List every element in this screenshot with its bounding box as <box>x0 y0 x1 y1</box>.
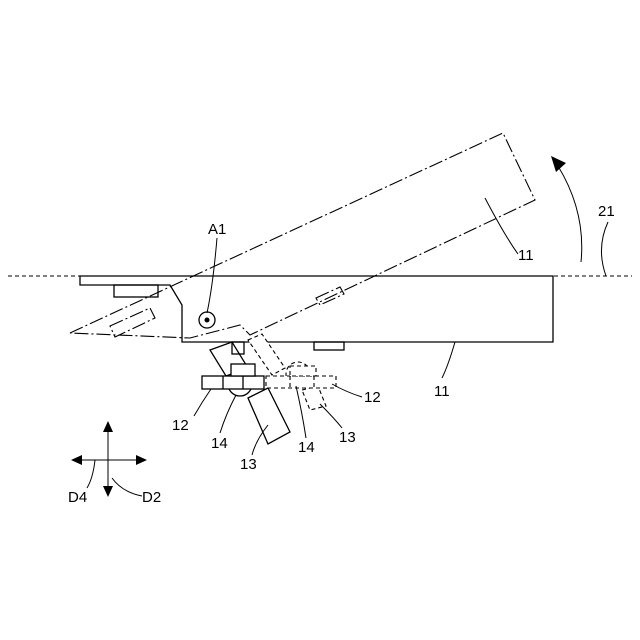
rotated-body-tab-b <box>316 287 344 305</box>
label-11-upper: 11 <box>518 247 534 264</box>
label-a1: A1 <box>208 221 226 238</box>
part-12-right <box>266 376 336 388</box>
arrow-left <box>71 455 82 465</box>
base-body-tab-right <box>314 342 344 350</box>
rotation-arrow <box>558 166 582 262</box>
arrow-up <box>103 421 113 432</box>
leader-12-right <box>332 384 362 397</box>
label-11-lower: 11 <box>434 383 450 400</box>
label-13-right: 13 <box>339 429 356 446</box>
label-d4: D4 <box>68 489 87 506</box>
label-13-left: 13 <box>240 456 257 473</box>
label-d2: D2 <box>142 489 161 506</box>
arrow-down <box>103 486 113 497</box>
rotation-arrowhead <box>551 156 566 172</box>
part-12-left <box>202 376 264 389</box>
label-12-right: 12 <box>364 389 381 406</box>
label-21: 21 <box>598 203 615 220</box>
rotated-body-tab-a <box>110 308 155 337</box>
rotated-body-11 <box>70 133 535 338</box>
label-14-left: 14 <box>211 435 228 452</box>
pivot-a1-dot <box>205 318 210 323</box>
leader-d2 <box>112 478 142 496</box>
part-12-left-cap <box>231 364 255 376</box>
part-12-right-cap <box>290 366 316 376</box>
label-14-right: 14 <box>298 439 315 456</box>
leader-11-lower <box>442 342 455 378</box>
leader-d4 <box>87 460 95 488</box>
leader-12-left <box>194 389 211 416</box>
arrow-right <box>136 455 147 465</box>
leader-11-upper <box>485 198 518 254</box>
leader-13-right <box>320 404 342 428</box>
direction-indicator <box>71 421 147 497</box>
leader-14-left <box>220 395 236 433</box>
leader-21 <box>601 222 608 276</box>
lever-13-left <box>248 388 290 444</box>
label-12-left: 12 <box>172 417 189 434</box>
